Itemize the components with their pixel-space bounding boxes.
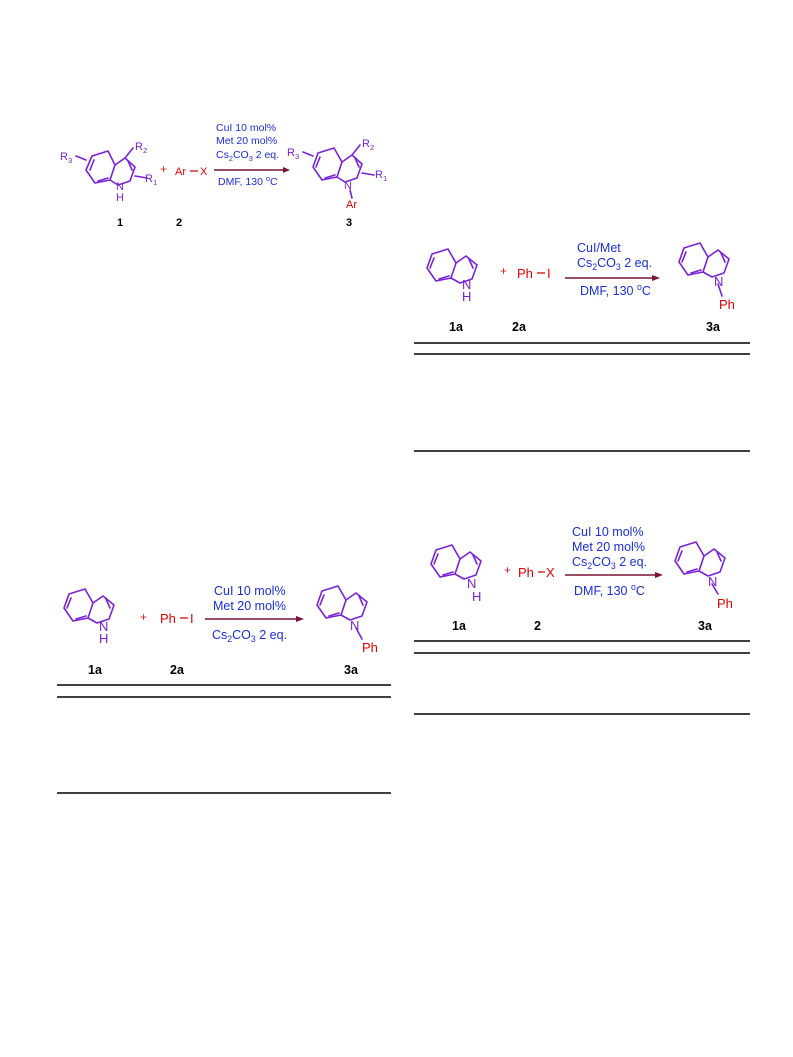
reactant-aryl-halide-2: Ar X <box>175 166 208 178</box>
reactant-iodobenzene-2a: Ph I <box>160 611 194 626</box>
cond-base: Cs2CO3 2 eq. <box>216 149 279 163</box>
plus-sign: + <box>160 162 167 176</box>
product-label-n: N <box>344 180 352 192</box>
compound-number-1a: 1a <box>452 619 467 633</box>
product-label-r1: R1 <box>375 169 387 183</box>
product-label-ar: Ar <box>346 199 357 211</box>
reactant-aryl-halide-2: Ph X <box>518 565 555 580</box>
cond-base: Cs2CO3 2 eq. <box>212 628 287 644</box>
product-label-ph: Ph <box>362 640 378 655</box>
reactant-indole-1a: N H <box>430 544 482 604</box>
label-i: I <box>547 266 551 281</box>
compound-number-3a: 3a <box>706 320 721 334</box>
compound-number-1a: 1a <box>88 663 103 677</box>
conditions-halide-scope: CuI 10 mol% Met 20 mol% Cs2CO3 2 eq. DMF… <box>572 525 647 598</box>
label-ar: Ar <box>175 166 186 178</box>
plus-sign: + <box>140 610 147 624</box>
compound-number-2: 2 <box>176 217 182 229</box>
reaction-arrow-4 <box>565 572 663 578</box>
label-r3: R3 <box>60 151 72 165</box>
compound-number-3: 3 <box>346 217 352 229</box>
cond-ligand: Met 20 mol% <box>213 599 286 613</box>
cond-solvent: DMF, 130 oC <box>580 282 651 298</box>
label-r2: R2 <box>135 141 147 155</box>
cond-solvent: DMF, 130 oC <box>574 582 645 598</box>
label-h: H <box>116 192 124 204</box>
plus-sign: + <box>500 264 507 278</box>
scheme-halide-scope: N H + Ph X CuI 10 mol% Met 20 mol% Cs2CO… <box>414 525 750 715</box>
product-label-n: N <box>714 274 723 289</box>
reactant-iodobenzene-2a: Ph I <box>517 266 551 281</box>
product-label-ph: Ph <box>719 297 735 312</box>
product-indole-3a: N Ph <box>316 585 378 655</box>
conditions-general: CuI 10 mol% Met 20 mol% Cs2CO3 2 eq. DMF… <box>216 122 279 188</box>
compound-number-1: 1 <box>117 217 123 229</box>
scheme-catalyst-loading: N H + Ph I CuI 10 mol% Met 20 mol% Cs2CO… <box>57 584 391 794</box>
label-x: X <box>546 565 555 580</box>
compound-number-1a: 1a <box>449 320 464 334</box>
scheme-general: R3 R2 R1 N H + Ar X CuI 10 mol% Met 20 m… <box>60 122 387 229</box>
reaction-arrow-1 <box>214 167 290 173</box>
cond-catalyst: CuI 10 mol% <box>572 525 644 539</box>
reactant-indole-1a: N H <box>426 248 478 304</box>
label-h: H <box>462 289 471 304</box>
product-label-n: N <box>350 618 359 633</box>
product-label-n: N <box>708 574 717 589</box>
reaction-arrow-3 <box>205 616 304 622</box>
cond-base: Cs2CO3 2 eq. <box>577 256 652 272</box>
reaction-arrow-2 <box>565 275 660 281</box>
cond-catalyst: CuI/Met <box>577 241 621 255</box>
product-indole-3a: N Ph <box>674 541 733 611</box>
label-n: N <box>462 277 471 292</box>
compound-number-2a: 2a <box>512 320 527 334</box>
cond-base: Cs2CO3 2 eq. <box>572 555 647 571</box>
reactant-indole-1: R3 R2 R1 N H <box>60 141 157 204</box>
reactant-indole-1a: N H <box>63 588 115 646</box>
cond-solvent: DMF, 130 oC <box>218 174 278 188</box>
label-n: N <box>116 181 124 193</box>
label-ph: Ph <box>518 565 534 580</box>
cond-catalyst: CuI 10 mol% <box>214 584 286 598</box>
label-h: H <box>472 589 481 604</box>
label-r1: R1 <box>145 173 157 187</box>
label-n: N <box>99 619 108 634</box>
plus-sign: + <box>504 563 511 577</box>
compound-number-3a: 3a <box>698 619 713 633</box>
compound-number-2: 2 <box>534 619 541 633</box>
label-ph: Ph <box>160 611 176 626</box>
product-label-r2: R2 <box>362 138 374 152</box>
cond-catalyst: CuI 10 mol% <box>216 122 276 134</box>
label-ph: Ph <box>517 266 533 281</box>
product-indole-3: R3 R2 R1 N Ar <box>287 138 387 211</box>
compound-number-3a: 3a <box>344 663 359 677</box>
conditions-cui-met: CuI/Met Cs2CO3 2 eq. DMF, 130 oC <box>577 241 652 298</box>
label-h: H <box>99 631 108 646</box>
conditions-catalyst-loading: CuI 10 mol% Met 20 mol% Cs2CO3 2 eq. <box>212 584 287 644</box>
cond-ligand: Met 20 mol% <box>572 540 645 554</box>
scheme-cui-met: N H + Ph I CuI/Met Cs2CO3 2 eq. DMF, 130… <box>414 241 750 452</box>
product-label-ph: Ph <box>717 596 733 611</box>
product-indole-3a: N Ph <box>678 242 735 312</box>
label-i: I <box>190 611 194 626</box>
product-label-r3: R3 <box>287 147 299 161</box>
label-n: N <box>467 576 476 591</box>
cond-ligand: Met 20 mol% <box>216 135 277 147</box>
label-x: X <box>200 166 208 178</box>
compound-number-2a: 2a <box>170 663 185 677</box>
